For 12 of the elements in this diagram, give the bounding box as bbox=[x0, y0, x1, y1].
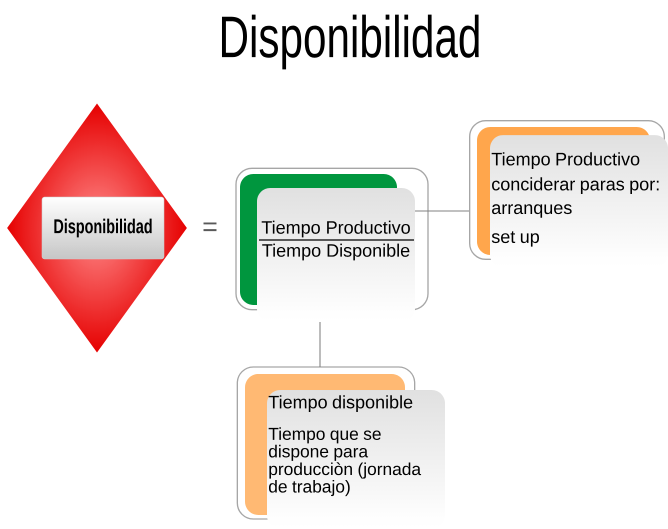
connector-line bbox=[319, 322, 321, 367]
box-text: Tiempo Productivo bbox=[492, 152, 640, 170]
box-heading: Tiempo disponible bbox=[268, 395, 412, 412]
fraction-text: Tiempo Disponible bbox=[262, 244, 410, 260]
equals-sign: = bbox=[204, 222, 216, 232]
box-text: arranques bbox=[492, 204, 572, 218]
title: Disponibilidad bbox=[222, 14, 479, 70]
connector-line bbox=[415, 210, 469, 212]
fraction-text: Tiempo Productivo bbox=[262, 220, 410, 238]
box-text: Tiempo que se dispone para producciòn (jornada de trabajo) bbox=[268, 427, 422, 496]
box-text: conciderar paras por: bbox=[492, 177, 659, 194]
box-text: set up bbox=[492, 231, 539, 247]
